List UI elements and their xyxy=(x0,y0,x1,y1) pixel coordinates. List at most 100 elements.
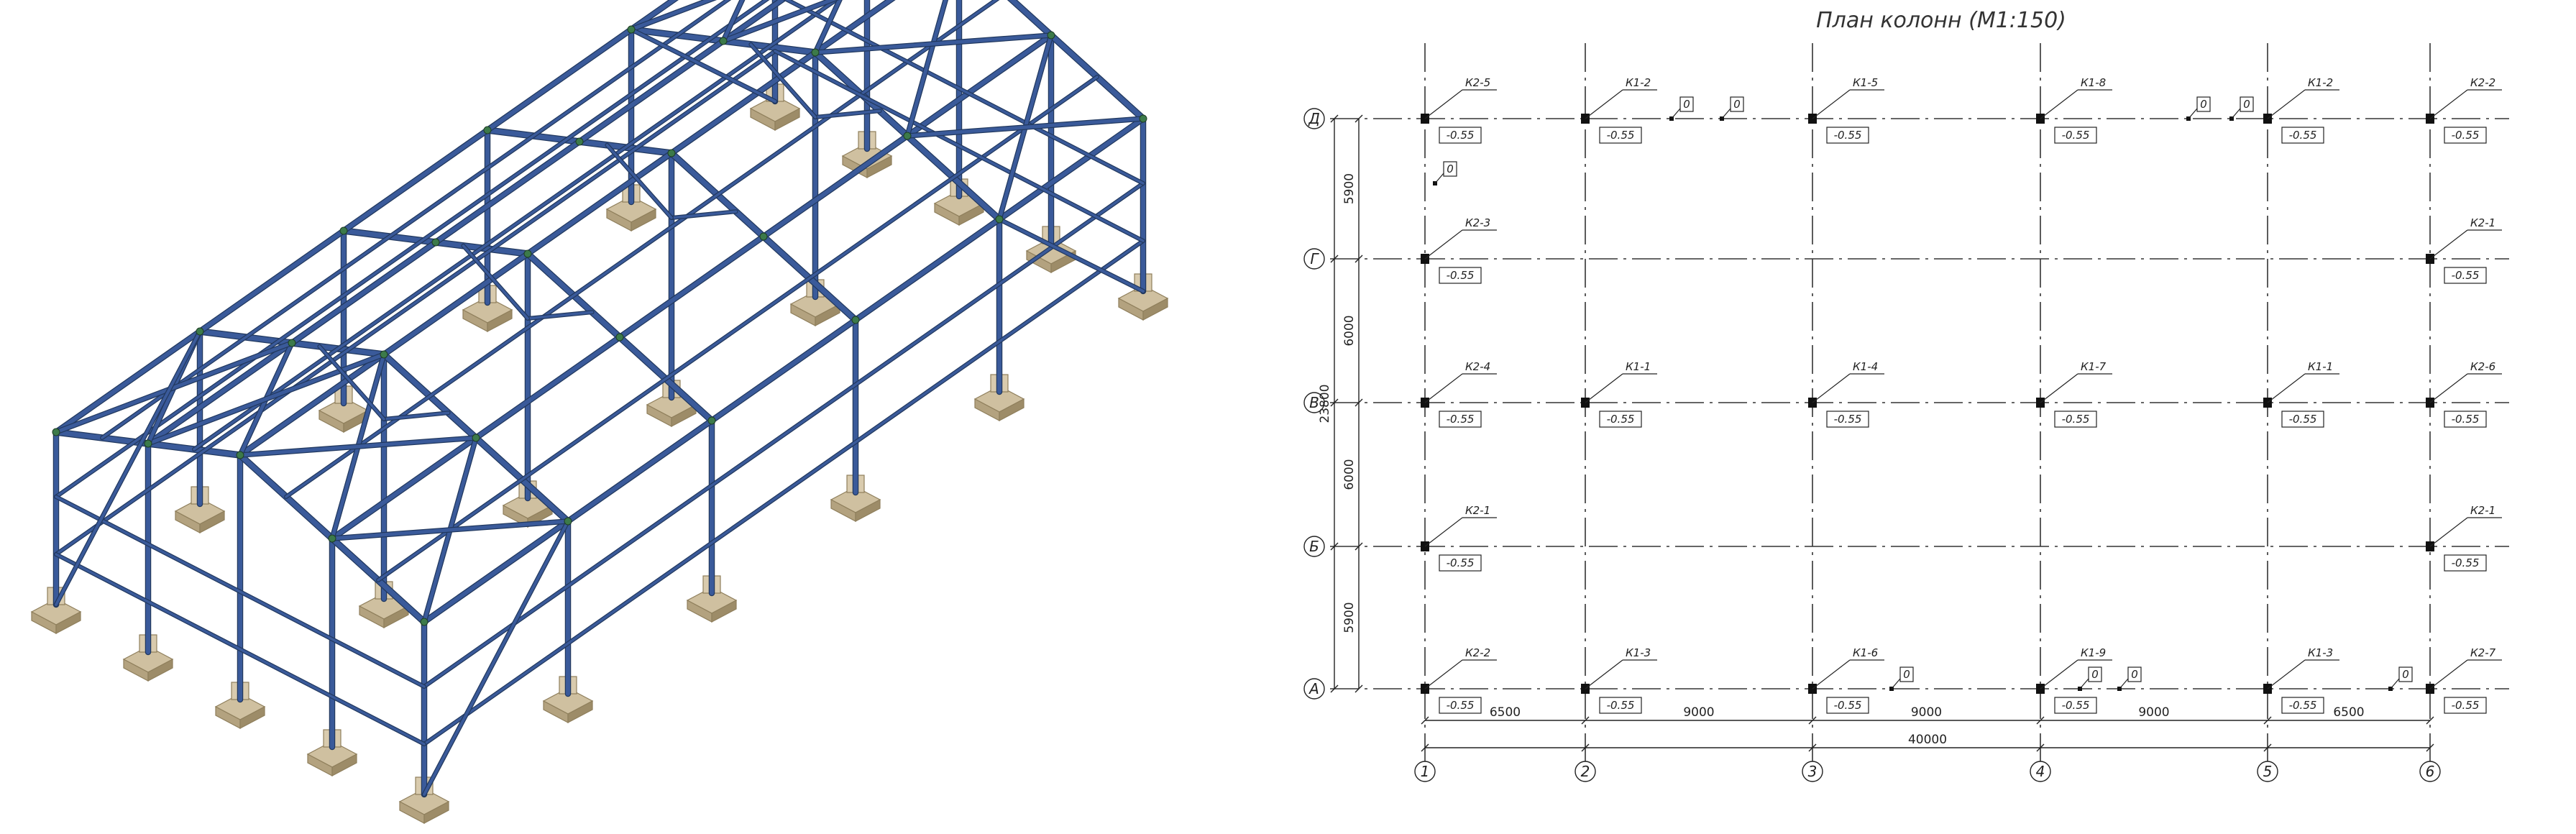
column-marker: К1-6-0.55 xyxy=(1808,646,1884,714)
column-mark: К1-1 xyxy=(2308,360,2333,373)
axis-label-number: 4 xyxy=(2036,763,2045,780)
mark-leader xyxy=(2429,517,2468,547)
connection-node xyxy=(615,333,624,342)
plan-title: План колонн (М1:150) xyxy=(1816,8,2066,33)
steel-roof-brace xyxy=(629,0,715,32)
connection-node xyxy=(627,25,636,34)
dim-tick xyxy=(1355,398,1363,407)
column-marker: К1-4 -0.55 xyxy=(1808,360,1884,428)
secondary-post: 0 xyxy=(1433,161,1457,185)
mark-leader xyxy=(1424,659,1463,689)
footing xyxy=(306,729,358,776)
elevation-box xyxy=(2444,411,2487,428)
dim-label: 6000 xyxy=(1342,459,1357,490)
post-box xyxy=(2398,666,2413,682)
connection-node xyxy=(144,439,152,448)
dim-label: 9000 xyxy=(2138,705,2169,720)
mark-leader xyxy=(2267,373,2306,403)
column-mark: К2-7 xyxy=(2470,646,2496,659)
post-label: 0 xyxy=(2200,98,2207,111)
steel-girt xyxy=(55,495,426,688)
connection-node xyxy=(339,226,348,235)
steel-girt xyxy=(55,50,776,556)
mark-leader xyxy=(1812,659,1851,689)
column-marker: К1-9-0.55 xyxy=(2036,646,2112,714)
connection-node xyxy=(328,534,336,543)
dim-tick xyxy=(1330,684,1339,693)
steel-girt xyxy=(55,553,426,746)
elevation-label: -0.55 xyxy=(1834,413,1862,426)
axis-label-letter: Б xyxy=(1309,538,1319,555)
elevation-label: -0.55 xyxy=(1607,413,1635,426)
axis-bubble xyxy=(1303,108,1325,129)
axis-label-number: 3 xyxy=(1808,763,1818,780)
axis-label-number: 6 xyxy=(2426,763,2435,780)
steel-frame-3d-drawing xyxy=(30,0,1169,824)
elevation-label: -0.55 xyxy=(2452,269,2480,282)
axis-bubble xyxy=(2419,761,2441,782)
column-marker: К2-1-0.55 xyxy=(2426,504,2502,572)
post-box xyxy=(2196,96,2211,112)
elevation-box xyxy=(2444,697,2487,714)
column-mark: К2-1 xyxy=(2470,216,2495,229)
axis-bubble xyxy=(1303,248,1325,270)
column-mark: К1-1 xyxy=(1626,360,1651,373)
column-marker: К1-7 -0.55 xyxy=(2036,360,2112,428)
connection-node xyxy=(472,434,480,442)
footing-side-right xyxy=(631,208,656,232)
mark-leader xyxy=(1585,659,1623,689)
elevation-label: -0.55 xyxy=(2289,129,2317,142)
axis-label-letter: Д xyxy=(1308,110,1320,127)
footing xyxy=(318,385,370,433)
secondary-post: 0 xyxy=(1669,96,1694,121)
elevation-box xyxy=(1599,127,1642,144)
elevation-label: -0.55 xyxy=(1447,129,1475,142)
dim-tick xyxy=(2426,716,2434,725)
axis-label-number: 5 xyxy=(2263,763,2273,780)
column-mark: К1-7 xyxy=(2081,360,2107,373)
column-marker: К2-2-0.55 xyxy=(1421,646,1497,714)
elevation-box xyxy=(1599,411,1642,428)
dim-tick xyxy=(1808,743,1817,752)
column-marker: К1-1 -0.55 xyxy=(1581,360,1657,428)
dim-tick xyxy=(1355,542,1363,551)
column-mark: К1-3 xyxy=(2308,646,2333,659)
steel-knee-brace xyxy=(749,43,817,119)
elevation-box xyxy=(2281,697,2324,714)
steel-roof-brace xyxy=(905,116,1145,138)
dim-tick xyxy=(1330,542,1339,551)
dim-label: 9000 xyxy=(1911,705,1942,720)
connection-node xyxy=(196,327,204,336)
connection-node xyxy=(575,137,584,146)
elevation-box xyxy=(2444,127,2487,144)
post-label: 0 xyxy=(2091,668,2099,681)
post-label: 0 xyxy=(1683,98,1690,111)
axis-bubble xyxy=(1575,761,1596,782)
steel-roof-brace xyxy=(813,0,842,55)
column-mark: К1-5 xyxy=(1853,76,1878,89)
elevation-label: -0.55 xyxy=(2062,129,2090,142)
column-mark: К1-4 xyxy=(1853,360,1878,373)
steel-purlin xyxy=(330,33,1053,541)
mark-leader xyxy=(1812,89,1851,119)
column-marker: К1-3-0.55 xyxy=(2263,646,2339,714)
column-marker: К2-3-0.55 xyxy=(1421,216,1497,284)
post-leader xyxy=(2188,108,2198,119)
column-mark: К2-2 xyxy=(2470,76,2495,89)
secondary-post: 0 xyxy=(2229,96,2254,121)
footing xyxy=(841,131,893,178)
footing-side-right xyxy=(671,404,697,427)
elevation-label: -0.55 xyxy=(2062,413,2090,426)
secondary-post: 0 xyxy=(2078,666,2102,691)
column-mark: К2-2 xyxy=(1465,646,1490,659)
dim-tick xyxy=(2263,743,2272,752)
column-mark: К1-9 xyxy=(2081,646,2106,659)
post-label: 0 xyxy=(2402,668,2409,681)
dim-tick xyxy=(1355,255,1363,263)
connection-node xyxy=(564,517,572,526)
axis-label-letter: В xyxy=(1309,394,1319,411)
elevation-label: -0.55 xyxy=(1447,556,1475,569)
axis-label-letter: А xyxy=(1308,680,1319,697)
